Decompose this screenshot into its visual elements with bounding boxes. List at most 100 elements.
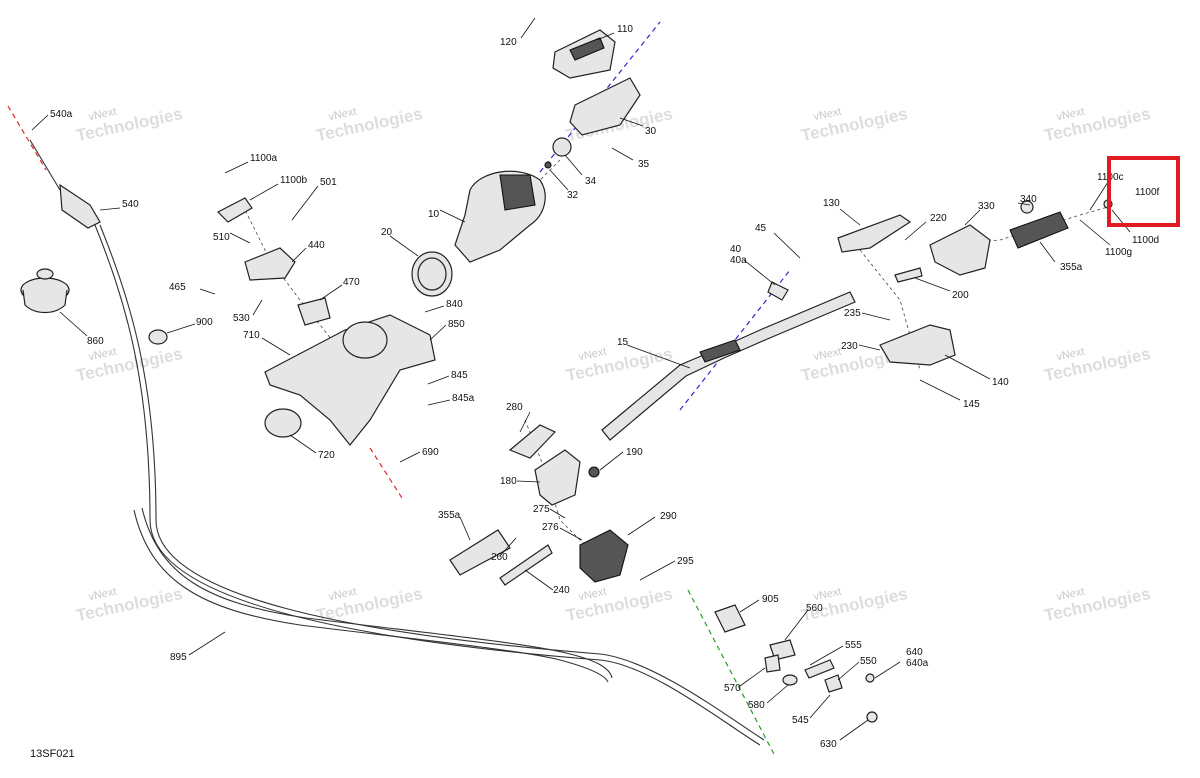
label-1100a[interactable]: 1100a <box>250 153 278 164</box>
part-570-fitting <box>764 654 781 673</box>
label-640[interactable]: 640 <box>906 647 923 658</box>
watermark-text: vNext <box>578 346 608 364</box>
part-200-lever <box>894 267 923 283</box>
label-530[interactable]: 530 <box>233 313 250 324</box>
label-190[interactable]: 190 <box>626 447 643 458</box>
label-570[interactable]: 570 <box>724 683 741 694</box>
label-140[interactable]: 140 <box>992 377 1009 388</box>
label-34[interactable]: 34 <box>585 176 597 187</box>
label-710[interactable]: 710 <box>243 330 260 341</box>
label-20[interactable]: 20 <box>381 227 393 238</box>
label-35[interactable]: 35 <box>638 159 650 170</box>
label-235[interactable]: 235 <box>844 308 861 319</box>
label-40a[interactable]: 40a <box>730 255 747 266</box>
label-15[interactable]: 15 <box>617 337 629 348</box>
label-145[interactable]: 145 <box>963 399 980 410</box>
label-545[interactable]: 545 <box>792 715 809 726</box>
label-630[interactable]: 630 <box>820 739 837 750</box>
label-555[interactable]: 555 <box>845 640 862 651</box>
part-20-ring <box>411 251 453 297</box>
label-845a[interactable]: 845a <box>452 393 475 404</box>
centerline-throttle-cable <box>7 105 47 171</box>
part-290-switch <box>579 529 629 583</box>
label-355a-left[interactable]: 355a <box>438 510 461 521</box>
label-220[interactable]: 220 <box>930 213 947 224</box>
label-230[interactable]: 230 <box>841 341 858 352</box>
label-1100g[interactable]: 1100g <box>1105 247 1132 258</box>
label-720[interactable]: 720 <box>318 450 335 461</box>
label-45[interactable]: 45 <box>755 223 767 234</box>
label-850[interactable]: 850 <box>448 319 465 330</box>
label-550[interactable]: 550 <box>860 656 877 667</box>
label-640a[interactable]: 640a <box>906 658 929 669</box>
part-labels: 110 120 30 35 34 32 10 540a 540 860 900 … <box>50 24 1160 750</box>
part-860-boot <box>20 268 70 314</box>
label-905[interactable]: 905 <box>762 594 779 605</box>
part-555-spring <box>804 659 835 679</box>
part-10-steering-shaft <box>454 170 546 263</box>
part-640-bolt <box>865 673 875 683</box>
label-200[interactable]: 200 <box>952 290 969 301</box>
label-290[interactable]: 290 <box>660 511 677 522</box>
label-440[interactable]: 440 <box>308 240 325 251</box>
label-540a[interactable]: 540a <box>50 109 73 120</box>
assembly-line-left <box>239 199 341 351</box>
label-110[interactable]: 110 <box>617 24 633 35</box>
label-501[interactable]: 501 <box>320 177 337 188</box>
part-720-clamp <box>264 408 302 438</box>
label-540[interactable]: 540 <box>122 199 139 210</box>
watermark-text: vNext <box>88 106 118 124</box>
label-340[interactable]: 340 <box>1020 194 1037 205</box>
diagram-code: 13SF021 <box>30 748 75 760</box>
label-240[interactable]: 240 <box>553 585 570 596</box>
label-465[interactable]: 465 <box>169 282 186 293</box>
part-40-clamp <box>767 281 789 301</box>
watermark-text: vNext <box>813 346 843 364</box>
part-280-cover <box>508 424 557 459</box>
label-260[interactable]: 260 <box>491 552 508 563</box>
throttle-cable-edge <box>99 224 765 741</box>
label-895[interactable]: 895 <box>170 652 187 663</box>
throttle-cable <box>94 224 761 746</box>
label-470[interactable]: 470 <box>343 277 360 288</box>
label-10[interactable]: 10 <box>428 209 440 220</box>
label-840[interactable]: 840 <box>446 299 463 310</box>
label-510[interactable]: 510 <box>213 232 230 243</box>
center-lines <box>7 21 1116 757</box>
part-900-clip <box>148 329 168 345</box>
label-276[interactable]: 276 <box>542 522 559 533</box>
part-240-lever <box>499 544 553 586</box>
watermark-text: vNext <box>813 106 843 124</box>
watermark-text: vNext <box>1056 346 1086 364</box>
label-40[interactable]: 40 <box>730 244 742 255</box>
label-860[interactable]: 860 <box>87 336 104 347</box>
part-32-bolt <box>544 161 552 169</box>
part-550-sleeve <box>824 674 843 693</box>
label-1100f[interactable]: 1100f <box>1135 187 1160 198</box>
watermark-text: vNext <box>88 346 118 364</box>
part-190-nut <box>588 466 600 478</box>
label-1100b[interactable]: 1100b <box>280 175 308 186</box>
label-690[interactable]: 690 <box>422 447 439 458</box>
label-32[interactable]: 32 <box>567 190 579 201</box>
part-140-switch-housing <box>879 324 956 366</box>
part-580-sleeve <box>782 674 798 686</box>
label-900[interactable]: 900 <box>196 317 213 328</box>
part-470-clip <box>297 297 331 326</box>
label-330[interactable]: 330 <box>978 201 995 212</box>
label-30[interactable]: 30 <box>645 126 657 137</box>
label-560[interactable]: 560 <box>806 603 823 614</box>
label-275[interactable]: 275 <box>533 504 550 515</box>
watermark-text: vNext <box>1056 106 1086 124</box>
label-180[interactable]: 180 <box>500 476 517 487</box>
label-845[interactable]: 845 <box>451 370 468 381</box>
label-295[interactable]: 295 <box>677 556 694 567</box>
label-580[interactable]: 580 <box>748 700 765 711</box>
label-280[interactable]: 280 <box>506 402 523 413</box>
part-130-cover <box>837 214 912 253</box>
label-130[interactable]: 130 <box>823 198 840 209</box>
label-1100d[interactable]: 1100d <box>1132 235 1159 246</box>
label-120[interactable]: 120 <box>500 37 517 48</box>
centerline-throttle-end <box>687 589 776 757</box>
label-355a-right[interactable]: 355a <box>1060 262 1083 273</box>
